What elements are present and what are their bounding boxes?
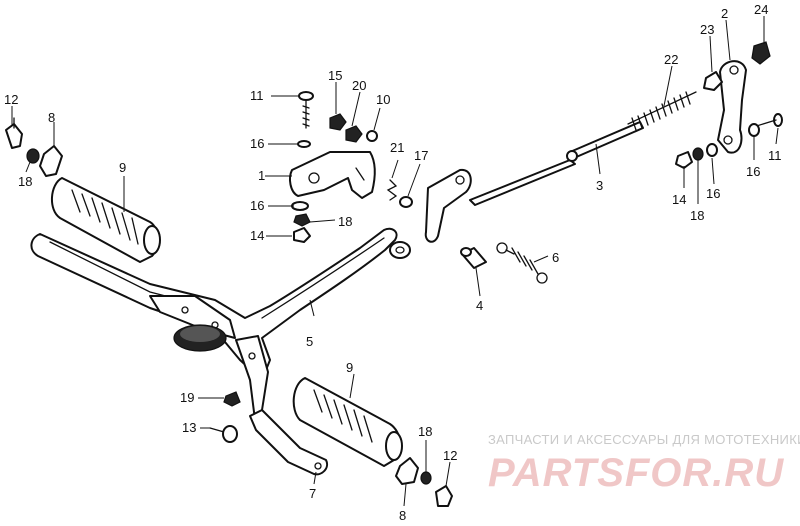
- washer-16-a: [297, 140, 311, 148]
- label-23: 23: [700, 22, 714, 37]
- bolt-11-upper: [298, 91, 314, 129]
- label-8-upper: 8: [48, 110, 55, 125]
- washer-18-upper: [26, 148, 40, 164]
- nut-19: [223, 391, 241, 407]
- label-4: 4: [476, 298, 483, 313]
- watermark-logo: PARTSFOR.RU: [488, 451, 784, 495]
- label-10: 10: [376, 92, 390, 107]
- plate-8-upper: [39, 145, 63, 177]
- label-18-upper: 18: [18, 174, 32, 189]
- label-6: 6: [552, 250, 559, 265]
- label-19: 19: [180, 390, 194, 405]
- bolt-12-lower: [435, 485, 453, 507]
- label-3: 3: [596, 178, 603, 193]
- label-14-left: 14: [250, 228, 264, 243]
- brake-arm: [424, 168, 472, 243]
- plate-8-lower: [395, 457, 419, 485]
- nut-15: [329, 113, 347, 131]
- watermark: ЗАПЧАСТИ И АКСЕССУАРЫ ДЛЯ МОТОТЕХНИКИ PA…: [488, 432, 800, 495]
- nut-14-right: [675, 151, 693, 169]
- label-16-a: 16: [250, 136, 264, 151]
- footpeg-9-upper: [51, 177, 161, 263]
- lower-arm-7: [249, 409, 328, 476]
- spring-22: [627, 91, 697, 131]
- washer-18-right: [692, 147, 704, 161]
- washer-18-lower: [420, 471, 432, 485]
- label-7: 7: [309, 486, 316, 501]
- washer-16-b: [291, 201, 309, 211]
- washer-17: [399, 196, 413, 208]
- washer-16-d: [748, 123, 760, 137]
- bolt-13: [209, 425, 238, 443]
- label-12-lower: 12: [443, 448, 457, 463]
- label-17: 17: [414, 148, 428, 163]
- washer-16-c: [706, 143, 718, 157]
- footpeg-9-lower: [292, 377, 403, 467]
- cap-24: [751, 41, 771, 65]
- label-14-right: 14: [672, 192, 686, 207]
- callout-labels: 12 8 18 9 11 16 1 16 14 18 15 20 10 21 1…: [4, 2, 782, 523]
- label-5: 5: [306, 334, 313, 349]
- label-22: 22: [664, 52, 678, 67]
- nut-23: [703, 71, 723, 91]
- clip-21: [386, 179, 398, 201]
- label-9-upper: 9: [119, 160, 126, 175]
- label-24: 24: [754, 2, 768, 17]
- label-8-lower: 8: [399, 508, 406, 523]
- label-12-upper: 12: [4, 92, 18, 107]
- label-13: 13: [182, 420, 196, 435]
- washer-18-mid: [293, 213, 311, 227]
- label-15: 15: [328, 68, 342, 83]
- label-16-c: 16: [706, 186, 720, 201]
- spring-6: [496, 242, 548, 284]
- label-16-d: 16: [746, 164, 760, 179]
- label-9-lower: 9: [346, 360, 353, 375]
- nut-14-left: [293, 227, 311, 243]
- bracket-1: [289, 151, 376, 199]
- label-16-b: 16: [250, 198, 264, 213]
- leader-lines: [11, 16, 779, 507]
- washer-10: [366, 130, 378, 142]
- label-11-right: 11: [768, 148, 782, 163]
- nut-20: [345, 125, 363, 143]
- label-18-lower: 18: [418, 424, 432, 439]
- step-bar-5: [30, 227, 411, 421]
- label-18-mid: 18: [338, 214, 352, 229]
- right-arm-2: [717, 60, 747, 154]
- rod-3: [469, 121, 644, 206]
- label-18-right: 18: [690, 208, 704, 223]
- center-step-rubber: [173, 324, 227, 352]
- pin-4: [460, 247, 487, 269]
- watermark-tagline: ЗАПЧАСТИ И АКСЕССУАРЫ ДЛЯ МОТОТЕХНИКИ: [488, 432, 800, 447]
- label-20: 20: [352, 78, 366, 93]
- label-2: 2: [721, 6, 728, 21]
- bolt-12-upper: [5, 117, 23, 149]
- label-11-left: 11: [250, 88, 264, 103]
- label-21: 21: [390, 140, 404, 155]
- label-1: 1: [258, 168, 265, 183]
